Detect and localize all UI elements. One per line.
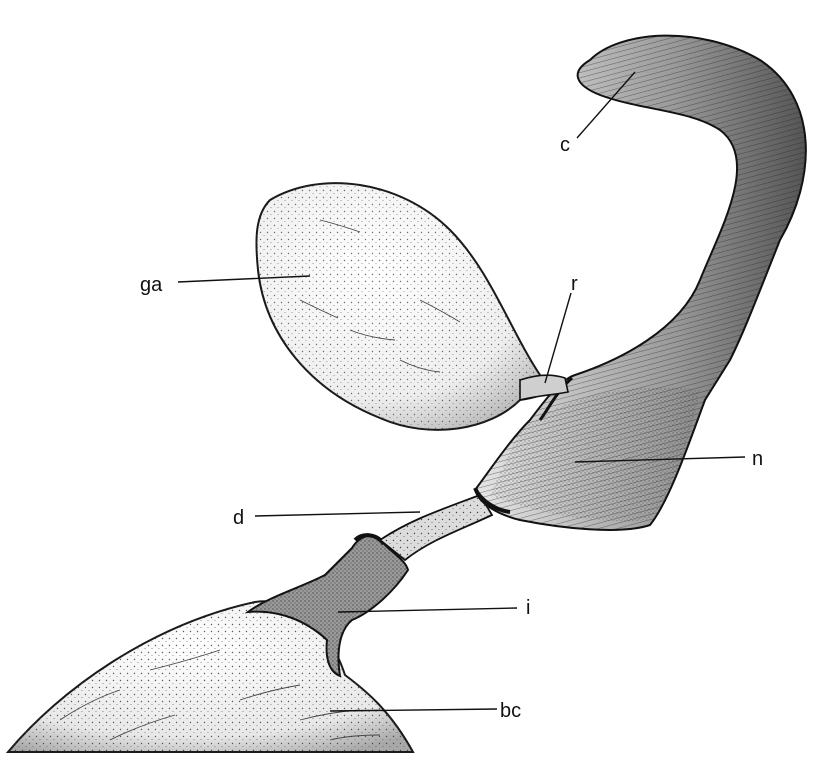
label-c: c [560, 134, 570, 156]
label-ga: ga [140, 274, 163, 296]
label-bc: bc [500, 700, 521, 722]
label-r: r [571, 273, 578, 295]
leader-d [255, 512, 420, 516]
ductus [380, 495, 492, 560]
bursa-copulatrix [8, 601, 413, 752]
gland-sac [256, 183, 568, 430]
leader-r [545, 293, 571, 383]
label-d: d [233, 507, 244, 529]
label-i: i [526, 597, 530, 619]
label-n: n [752, 448, 763, 470]
